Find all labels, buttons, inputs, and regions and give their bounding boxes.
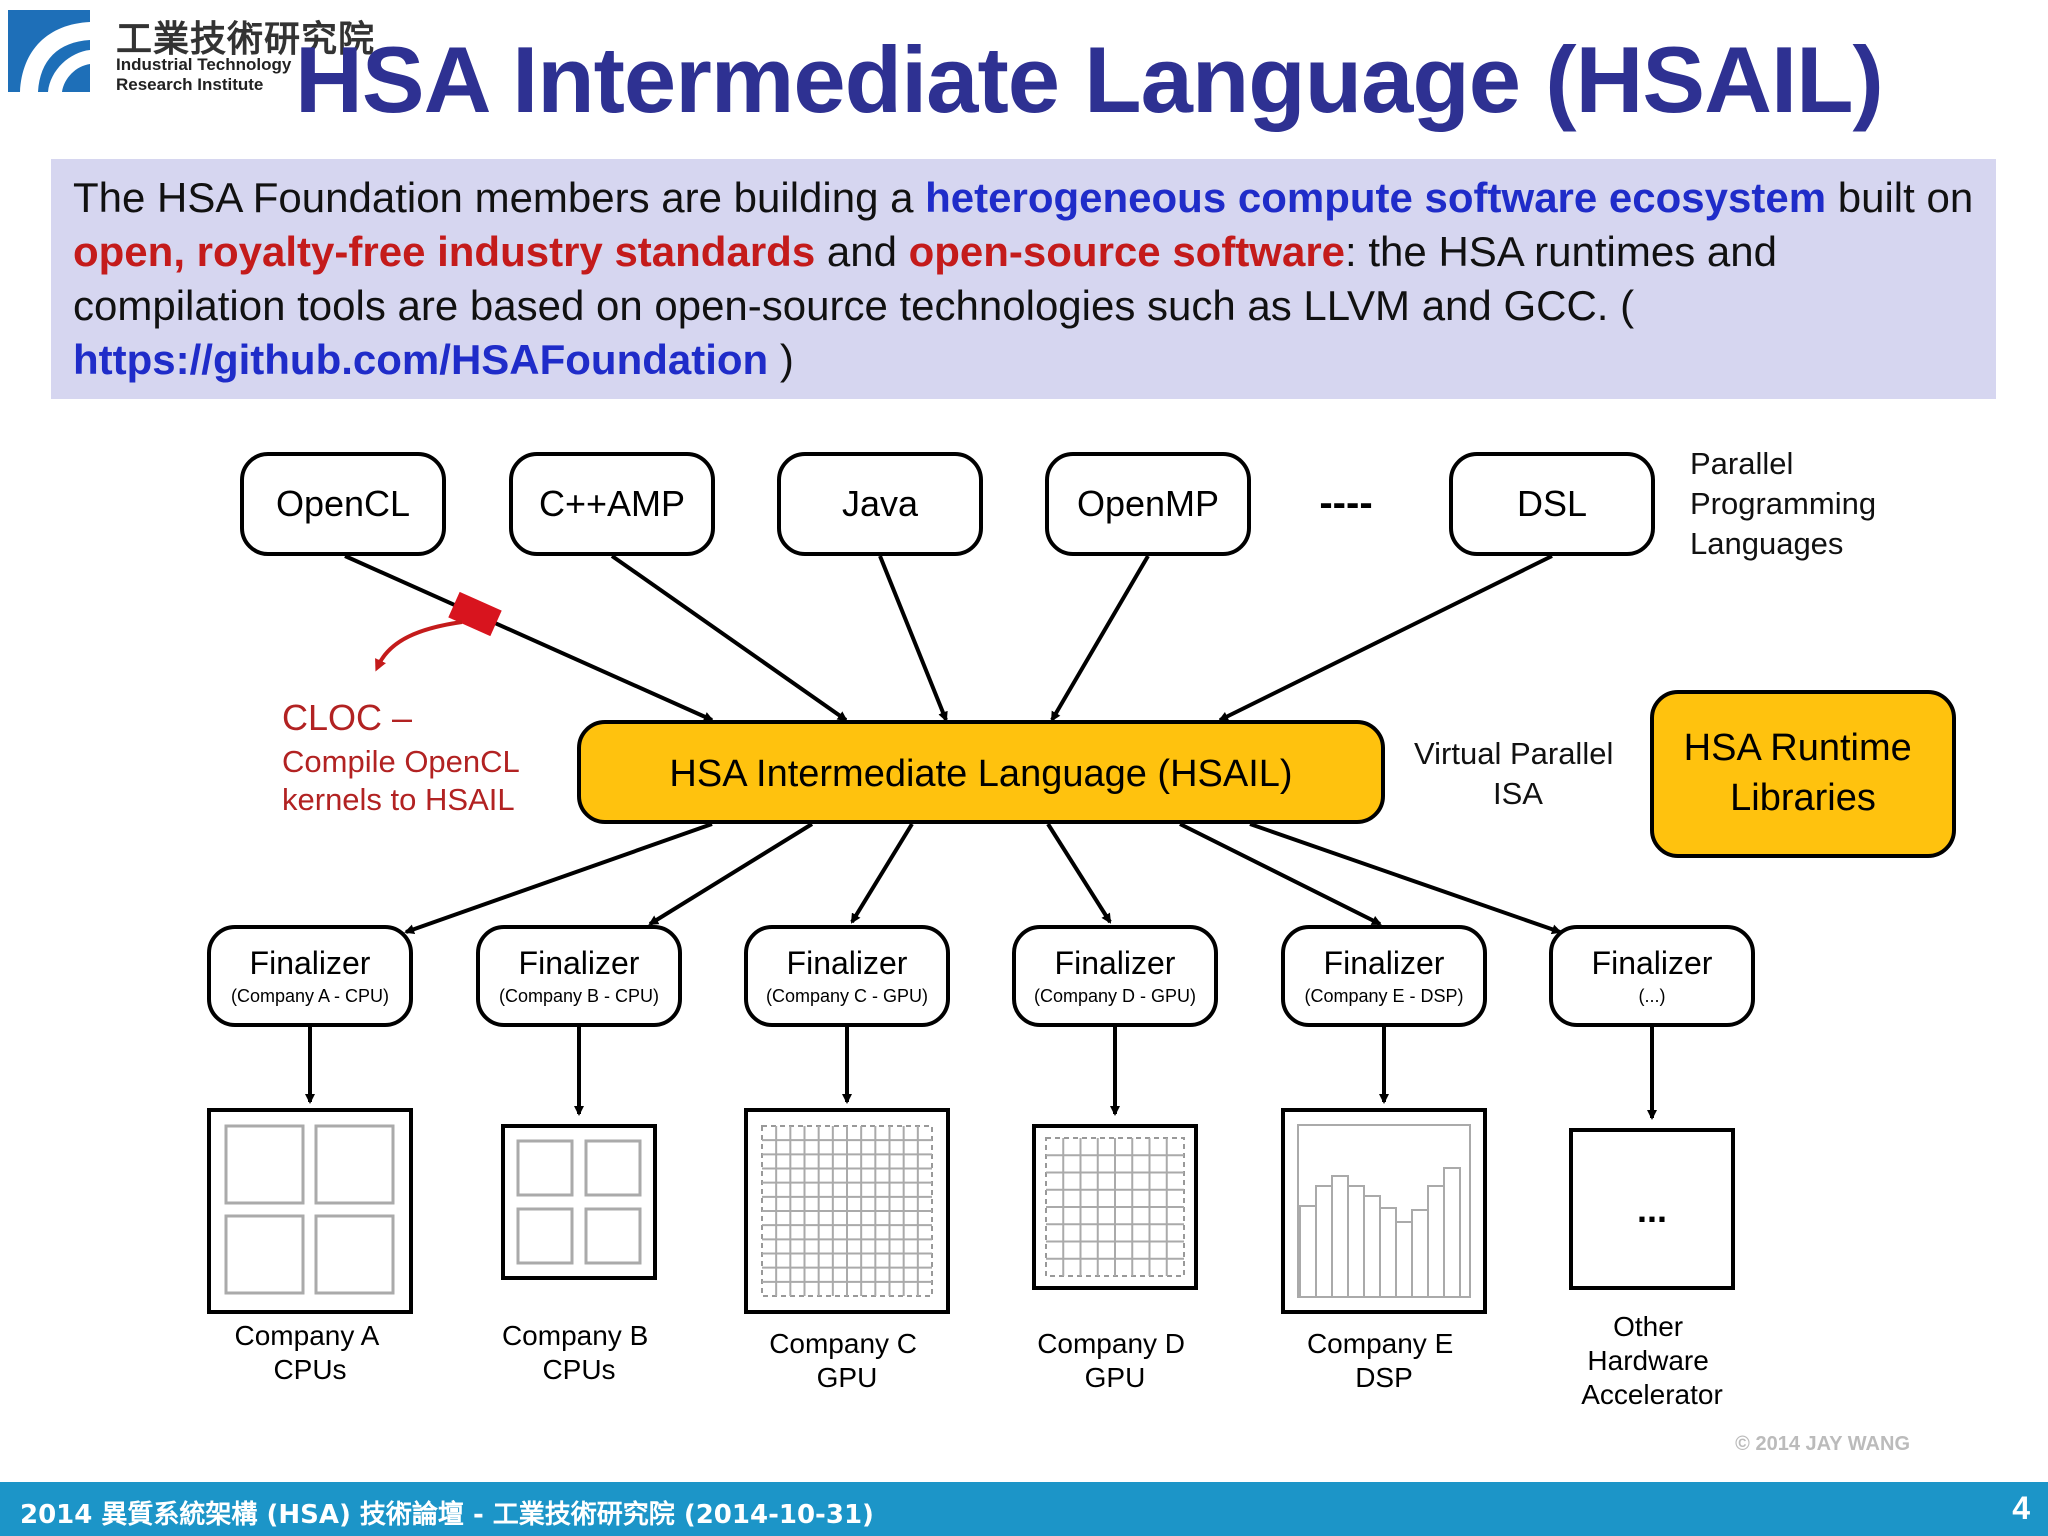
finalizer-d: Finalizer (Company D - GPU) <box>1012 925 1218 1027</box>
cloc-title: CLOC – <box>282 697 412 738</box>
cloc-marker-icon <box>448 591 502 637</box>
itri-logo-icon <box>8 10 90 92</box>
intro-text-2: built on <box>1826 174 1974 221</box>
hardware-company-b-label: Company B CPUs <box>502 1320 656 1385</box>
hardware-company-d-gpu-icon <box>1032 1124 1198 1290</box>
finalizer-a-label: Finalizer <box>250 945 371 981</box>
intro-text-3: and <box>815 228 909 275</box>
hsail-box: HSA Intermediate Language (HSAIL) <box>577 720 1385 824</box>
cloc-arrow <box>375 620 463 672</box>
finalizer-b: Finalizer (Company B - CPU) <box>476 925 682 1027</box>
language-cppamp: C++AMP <box>509 452 715 556</box>
language-cppamp-label: C++AMP <box>539 483 685 524</box>
language-openmp-label: OpenMP <box>1077 483 1219 524</box>
finalizer-b-label: Finalizer <box>519 945 640 981</box>
intro-highlight-standards: open, royalty-free industry standards <box>73 228 816 275</box>
runtime-box-label: HSA Runtime Libraries <box>1684 727 1923 819</box>
finalizer-d-company: (Company D - GPU) <box>1034 986 1196 1006</box>
org-name-en-line2: Research Institute <box>116 75 264 94</box>
intro-highlight-open-source: open-source software <box>908 228 1346 275</box>
hardware-company-c-gpu-icon <box>744 1108 950 1314</box>
finalizer-c-company: (Company C - GPU) <box>766 986 928 1006</box>
page-number: 4 <box>2012 1490 2030 1526</box>
language-java: Java <box>777 452 983 556</box>
language-java-label: Java <box>842 483 919 524</box>
other-box-ellipsis: ... <box>1637 1189 1667 1230</box>
finalizer-e-company: (Company E - DSP) <box>1304 986 1463 1006</box>
intro-text-4: : the HSA runtimes and compilation tools… <box>73 228 1777 329</box>
language-dsl-label: DSL <box>1517 483 1587 524</box>
hardware-company-a-cpu-icon <box>207 1108 413 1314</box>
intro-text-1: The HSA Foundation members are building … <box>73 174 926 221</box>
hardware-company-e-dsp-icon <box>1281 1108 1487 1314</box>
finalizer-a: Finalizer (Company A - CPU) <box>207 925 413 1027</box>
finalizer-e: Finalizer (Company E - DSP) <box>1281 925 1487 1027</box>
hardware-company-c-label: Company C GPU <box>769 1328 925 1393</box>
hardware-company-b-cpu-icon <box>501 1124 657 1280</box>
footer-text: 2014 異質系統架構 (HSA) 技術論壇 - 工業技術研究院 (2014-1… <box>20 1500 874 1530</box>
runtime-box: HSA Runtime Libraries <box>1650 690 1956 858</box>
language-ellipsis: ---- <box>1319 481 1372 525</box>
finalizer-other-company: (...) <box>1639 986 1666 1006</box>
intro-paragraph: The HSA Foundation members are building … <box>51 159 1996 399</box>
org-name-en: Industrial Technology Research Institute <box>116 55 291 95</box>
finalizer-c-label: Finalizer <box>787 945 908 981</box>
finalizer-arrows <box>404 822 1562 935</box>
hardware-company-e-label: Company E DSP <box>1307 1328 1461 1393</box>
footer-bar: 2014 異質系統架構 (HSA) 技術論壇 - 工業技術研究院 (2014-1… <box>0 1482 2048 1536</box>
language-arrows <box>344 554 1553 722</box>
finalizer-b-company: (Company B - CPU) <box>499 986 659 1006</box>
hardware-company-d-label: Company D GPU <box>1037 1328 1193 1393</box>
finalizer-e-label: Finalizer <box>1324 945 1445 981</box>
finalizer-c: Finalizer (Company C - GPU) <box>744 925 950 1027</box>
hsail-box-label: HSA Intermediate Language (HSAIL) <box>669 753 1292 795</box>
finalizer-other: Finalizer (...) <box>1549 925 1755 1027</box>
intro-highlight-ecosystem: heterogeneous compute software ecosystem <box>925 174 1827 221</box>
copyright-watermark: © 2014 JAY WANG <box>1735 1433 1910 1455</box>
hardware-arrows <box>305 1027 1657 1120</box>
cloc-description: Compile OpenCL kernels to HSAIL <box>282 744 527 817</box>
finalizer-d-label: Finalizer <box>1055 945 1176 981</box>
hardware-company-a-label: Company A CPUs <box>235 1320 386 1385</box>
languages-caption: Parallel Programming Languages <box>1690 446 1885 561</box>
org-name-en-line1: Industrial Technology <box>116 55 292 74</box>
github-link[interactable]: https://github.com/HSAFoundation <box>73 336 769 383</box>
language-dsl: DSL <box>1449 452 1655 556</box>
hardware-other-accelerator-icon: ... <box>1569 1128 1735 1290</box>
slide-title: HSA Intermediate Language (HSAIL) <box>295 27 1884 132</box>
language-opencl-label: OpenCL <box>276 483 410 524</box>
finalizer-a-company: (Company A - CPU) <box>231 986 389 1006</box>
language-opencl: OpenCL <box>240 452 446 556</box>
intro-text-5: ) <box>768 336 794 383</box>
language-openmp: OpenMP <box>1045 452 1251 556</box>
hardware-other-label: Other Hardware Accelerator <box>1581 1311 1723 1410</box>
finalizer-other-label: Finalizer <box>1592 945 1713 981</box>
isa-caption: Virtual Parallel ISA <box>1414 736 1622 811</box>
org-name-zh: 工業技術研究院 <box>116 19 376 60</box>
